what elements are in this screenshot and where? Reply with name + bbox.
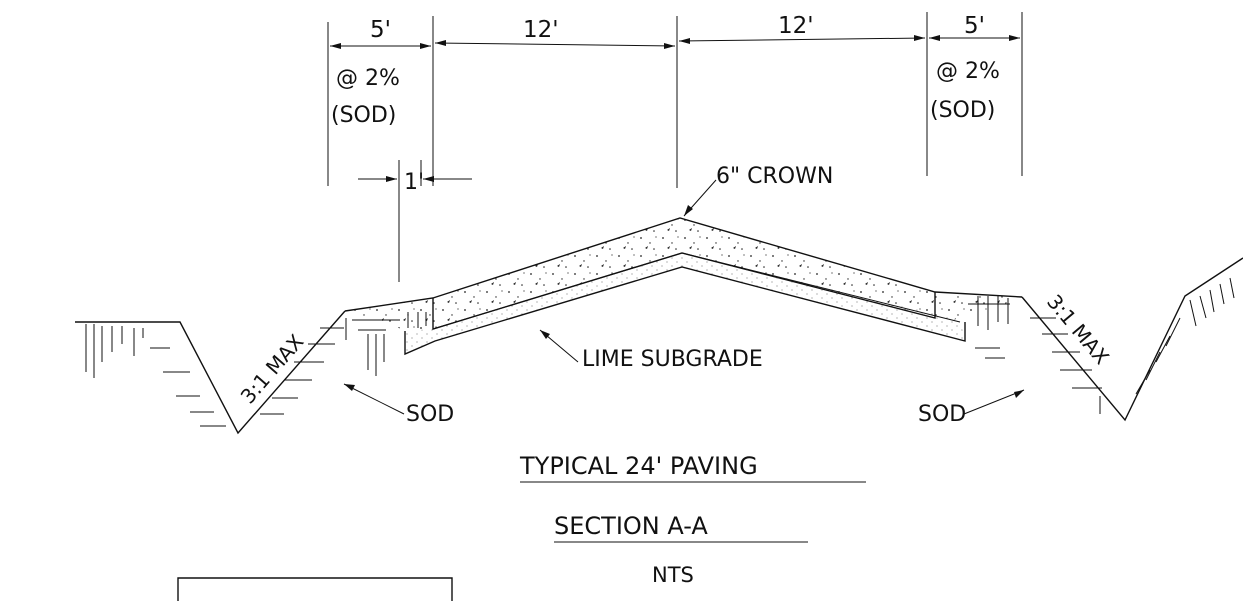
dim-right-shoulder: 5' <box>964 13 985 39</box>
section-title: TYPICAL 24' PAVING <box>519 452 758 480</box>
sod-left-callout: SOD <box>406 402 454 427</box>
right-shoulder-material: (SOD) <box>930 98 995 123</box>
crown-callout: 6" CROWN <box>716 164 833 189</box>
left-shoulder-material: (SOD) <box>331 103 396 128</box>
dim-right-lane: 12' <box>778 13 814 39</box>
sod-right-callout: SOD <box>918 402 966 427</box>
scale-note: NTS <box>652 563 694 587</box>
left-ditch <box>75 310 427 435</box>
dim-left-lane: 12' <box>523 17 559 43</box>
lime-subgrade-layer <box>404 252 966 356</box>
right-ditch-slope: 3:1 MAX <box>1042 290 1114 369</box>
right-ditch <box>968 257 1243 422</box>
dimension-lines <box>330 35 1020 186</box>
left-shoulder-slope: @ 2% <box>336 66 400 91</box>
bottom-frame-box <box>177 577 453 601</box>
callout-leaders <box>343 179 1025 415</box>
section-subtitle: SECTION A-A <box>554 512 708 540</box>
right-shoulder-slope: @ 2% <box>936 59 1000 84</box>
left-ditch-slope: 3:1 MAX <box>236 330 309 409</box>
dimension-extension-lines <box>327 12 1023 282</box>
dim-offset: 1' <box>404 170 424 195</box>
subgrade-callout: LIME SUBGRADE <box>582 347 763 372</box>
dim-left-shoulder: 5' <box>370 17 391 43</box>
